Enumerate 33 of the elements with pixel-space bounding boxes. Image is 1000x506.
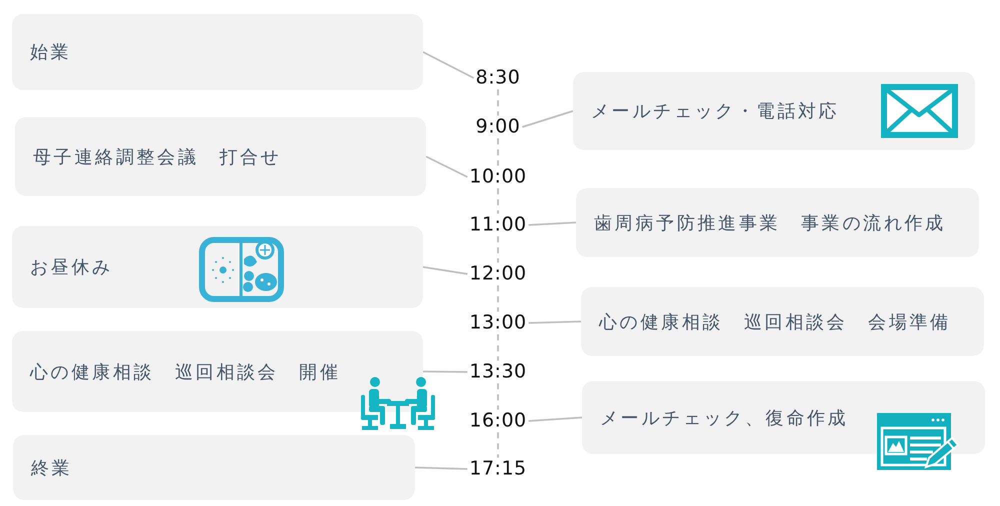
activity-box: 歯周病予防推進事業 事業の流れ作成 [576, 188, 979, 257]
activity-box: 心の健康相談 巡回相談会 開催 [12, 331, 423, 412]
time-label: 13:00 [467, 312, 529, 334]
leader-line [422, 51, 474, 79]
activity-box: 心の健康相談 巡回相談会 会場準備 [581, 287, 984, 356]
leader-line [528, 320, 582, 324]
time-label: 9:00 [474, 116, 522, 138]
time-label: 8:30 [474, 66, 522, 90]
dashed-line [497, 383, 499, 410]
time-label: 10:00 [467, 166, 529, 188]
dashed-line [497, 138, 499, 166]
dashed-line [497, 432, 499, 458]
activity-box: お昼休み [12, 226, 423, 308]
leader-line [528, 416, 582, 422]
leader-line [426, 156, 468, 178]
dashed-line [497, 285, 499, 312]
time-label: 16:00 [467, 410, 529, 432]
leader-line [528, 222, 576, 226]
activity-box: 始業 [12, 14, 423, 90]
leader-line [422, 266, 468, 275]
activity-box: 母子連絡調整会議 打合せ [15, 117, 426, 196]
dashed-line [497, 188, 499, 214]
leader-line [522, 110, 574, 128]
leader-line [414, 466, 468, 470]
dashed-line [497, 236, 499, 263]
time-label: 13:30 [467, 360, 529, 384]
time-label: 17:15 [467, 458, 529, 480]
dashed-line [497, 334, 499, 361]
time-label: 11:00 [467, 214, 529, 236]
time-label: 12:00 [467, 262, 529, 286]
dashed-line [497, 89, 499, 116]
leader-line [423, 370, 468, 373]
activity-box: 終業 [13, 435, 415, 500]
